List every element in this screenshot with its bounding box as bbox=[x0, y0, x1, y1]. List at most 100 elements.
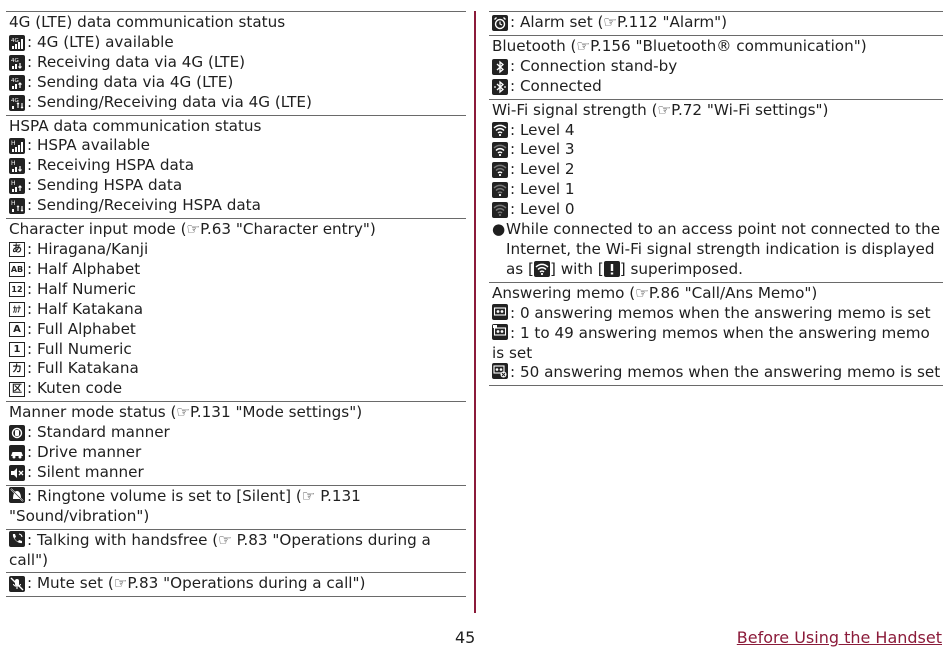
full-numeric-icon: 1 bbox=[9, 341, 25, 357]
wifi-level-3-icon bbox=[492, 142, 508, 159]
list-item: : Level 3 bbox=[492, 140, 943, 160]
answering-memo-section: Answering memo (☞P.86 "Call/Ans Memo") :… bbox=[489, 281, 943, 387]
drive-manner-icon bbox=[9, 444, 25, 461]
wifi-inline-icon bbox=[533, 260, 550, 277]
list-item: H: Receiving HSPA data bbox=[9, 156, 195, 175]
hspa-receiving-icon: H bbox=[9, 158, 25, 175]
kuten-code-icon: 区 bbox=[9, 381, 25, 397]
memo-zero-icon bbox=[492, 303, 508, 320]
wifi-level-1-icon bbox=[492, 182, 508, 199]
lte-available-icon: 4G bbox=[9, 34, 25, 51]
svg-text:4G: 4G bbox=[11, 98, 19, 104]
list-item: : 1 to 49 answering memos when the answe… bbox=[492, 323, 930, 362]
half-katakana-icon: ｶﾅ bbox=[9, 302, 25, 318]
list-item: : Connected bbox=[492, 77, 943, 97]
list-item: H: Sending HSPA data bbox=[9, 176, 183, 195]
hiragana-icon: あ bbox=[9, 242, 25, 258]
wifi-level-4-icon bbox=[492, 122, 508, 139]
list-item: : Connection stand-by bbox=[492, 57, 943, 77]
standard-manner-icon bbox=[9, 425, 25, 442]
hspa-send-receive-icon: H bbox=[9, 198, 25, 215]
bluetooth-standby-icon bbox=[492, 58, 508, 75]
list-item: 4G: 4G (LTE) available bbox=[9, 32, 174, 51]
list-item: : Standard manner bbox=[9, 423, 466, 443]
list-item: 1: Full Numeric bbox=[9, 340, 466, 360]
list-item: : 50 answering memos when the answering … bbox=[492, 363, 943, 383]
svg-text:H: H bbox=[11, 180, 16, 187]
wifi-level-0-icon bbox=[492, 202, 508, 219]
list-item: ｶﾅ: Half Katakana bbox=[9, 300, 466, 320]
svg-text:H: H bbox=[11, 200, 16, 207]
bluetooth-heading: Bluetooth (☞P.156 "Bluetooth® communicat… bbox=[492, 36, 867, 55]
right-column: : Alarm set (☞P.112 "Alarm") Bluetooth (… bbox=[489, 11, 943, 387]
alarm-icon bbox=[492, 14, 508, 31]
column-divider bbox=[474, 11, 476, 613]
wifi-level-2-icon bbox=[492, 162, 508, 179]
lte-section: 4G (LTE) data communication status 4G: 4… bbox=[6, 11, 466, 115]
list-item: A: Full Alphabet bbox=[9, 320, 466, 340]
list-item: : Silent manner bbox=[9, 463, 466, 483]
hspa-sending-icon: H bbox=[9, 178, 25, 195]
bluetooth-section: Bluetooth (☞P.156 "Bluetooth® communicat… bbox=[489, 34, 943, 99]
bullet-icon: ● bbox=[492, 220, 506, 239]
alarm-section: : Alarm set (☞P.112 "Alarm") bbox=[489, 11, 943, 35]
input-mode-section: Character input mode (☞P.63 "Character e… bbox=[6, 218, 466, 401]
mute-icon bbox=[9, 576, 25, 593]
wifi-note: ● While connected to an access point not… bbox=[492, 220, 941, 278]
list-item: H: Sending/Receiving HSPA data bbox=[9, 196, 261, 215]
wifi-heading: Wi-Fi signal strength (☞P.72 "Wi-Fi sett… bbox=[492, 100, 829, 119]
lte-heading: 4G (LTE) data communication status bbox=[9, 13, 286, 31]
half-alphabet-icon: AB bbox=[9, 262, 25, 278]
memo-some-icon bbox=[492, 323, 508, 340]
half-numeric-icon: 12 bbox=[9, 282, 25, 298]
list-item: : Talking with handsfree (☞ P.83 "Operat… bbox=[9, 530, 431, 569]
list-item: 4G: Receiving data via 4G (LTE) bbox=[9, 52, 246, 71]
full-alphabet-icon: A bbox=[9, 322, 25, 338]
lte-send-receive-icon: 4G bbox=[9, 94, 25, 111]
page-number: 45 bbox=[455, 628, 476, 647]
list-item: H: HSPA available bbox=[9, 136, 150, 155]
svg-text:4G: 4G bbox=[11, 38, 19, 44]
list-item: : Level 4 bbox=[492, 121, 943, 141]
bluetooth-connected-icon bbox=[492, 78, 508, 95]
lte-receiving-icon: 4G bbox=[9, 54, 25, 71]
ringtone-silent-icon bbox=[9, 486, 25, 503]
list-item: カ: Full Katakana bbox=[9, 359, 466, 379]
list-item: : Mute set (☞P.83 "Operations during a c… bbox=[9, 574, 466, 594]
handsfree-section: : Talking with handsfree (☞ P.83 "Operat… bbox=[6, 528, 466, 573]
list-item: : Level 1 bbox=[492, 180, 943, 200]
svg-text:H: H bbox=[11, 160, 16, 167]
hspa-available-icon: H bbox=[9, 138, 25, 155]
list-item: AB: Half Alphabet bbox=[9, 259, 141, 278]
list-item: 12: Half Numeric bbox=[9, 280, 466, 300]
hspa-section: HSPA data communication status H: HSPA a… bbox=[6, 114, 466, 219]
exclamation-icon bbox=[603, 260, 620, 277]
list-item: : Level 2 bbox=[492, 160, 943, 180]
left-column: 4G (LTE) data communication status 4G: 4… bbox=[6, 11, 466, 598]
list-item: : 0 answering memos when the answering m… bbox=[492, 303, 943, 324]
full-katakana-icon: カ bbox=[9, 361, 25, 377]
list-item: 4G: Sending/Receiving data via 4G (LTE) bbox=[9, 92, 312, 111]
wifi-section: Wi-Fi signal strength (☞P.72 "Wi-Fi sett… bbox=[489, 98, 943, 282]
handsfree-icon bbox=[9, 530, 25, 547]
lte-sending-icon: 4G bbox=[9, 74, 25, 91]
section-link[interactable]: Before Using the Handset bbox=[736, 628, 942, 647]
list-item: 4G: Sending data via 4G (LTE) bbox=[9, 72, 234, 91]
svg-text:4G: 4G bbox=[11, 58, 19, 64]
silent-manner-icon bbox=[9, 464, 25, 481]
list-item: : Alarm set (☞P.112 "Alarm") bbox=[492, 13, 943, 33]
list-item: 区: Kuten code bbox=[9, 379, 466, 399]
svg-text:4G: 4G bbox=[11, 78, 19, 84]
hspa-heading: HSPA data communication status bbox=[9, 116, 262, 135]
manner-heading: Manner mode status (☞P.131 "Mode setting… bbox=[9, 403, 363, 422]
list-item: : Level 0 bbox=[492, 200, 943, 220]
mute-section: : Mute set (☞P.83 "Operations during a c… bbox=[6, 572, 466, 598]
list-item: : Drive manner bbox=[9, 443, 466, 463]
silent-volume-section: : Ringtone volume is set to [Silent] (☞ … bbox=[6, 484, 466, 529]
list-item: あ: Hiragana/Kanji bbox=[9, 240, 466, 260]
memo-full-icon bbox=[492, 363, 508, 380]
svg-text:H: H bbox=[11, 140, 16, 147]
answering-memo-heading: Answering memo (☞P.86 "Call/Ans Memo") bbox=[492, 283, 818, 302]
list-item: : Ringtone volume is set to [Silent] (☞ … bbox=[9, 486, 361, 525]
manner-section: Manner mode status (☞P.131 "Mode setting… bbox=[6, 401, 466, 485]
